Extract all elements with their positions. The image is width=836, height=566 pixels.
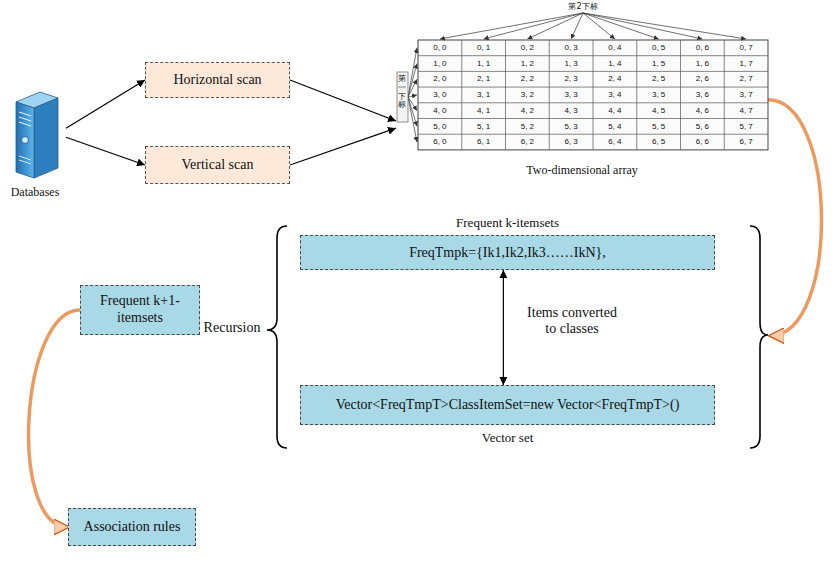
table-cell: 1, 0 — [418, 56, 462, 71]
table-cell: 6, 2 — [506, 134, 550, 149]
table-cell: 3, 0 — [418, 87, 462, 102]
table-cell: 4, 5 — [637, 103, 681, 118]
table-cell: 6, 0 — [418, 134, 462, 149]
process-box: Frequent k-itemsetsFreqTmpk={Ik1,Ik2,Ik3… — [300, 235, 715, 270]
box-caption: Vector set — [301, 430, 714, 446]
table-cell: 5, 1 — [462, 119, 506, 134]
table-cell: 5, 5 — [637, 119, 681, 134]
table-cell: 5, 4 — [593, 119, 637, 134]
table-cell: 1, 4 — [593, 56, 637, 71]
table-cell: 5, 3 — [549, 119, 593, 134]
table-cell: 0, 4 — [593, 40, 637, 55]
box-text: Databases — [11, 185, 60, 200]
table-cell: 6, 6 — [681, 134, 725, 149]
table-cell: 5, 6 — [681, 119, 725, 134]
curved-arrow — [768, 100, 822, 336]
process-box: Frequent k+1-itemsets — [80, 285, 200, 335]
left-brace — [267, 226, 287, 448]
table-cell: 2, 0 — [418, 71, 462, 86]
box-text: Horizontal scan — [173, 72, 261, 88]
arrow — [290, 128, 396, 165]
table-cell: 3, 7 — [724, 87, 768, 102]
table-cell: 5, 0 — [418, 119, 462, 134]
table-cell: 5, 7 — [724, 119, 768, 134]
table-cell: 4, 3 — [549, 103, 593, 118]
table-cell: 2, 7 — [724, 71, 768, 86]
table-cell: 4, 2 — [506, 103, 550, 118]
table-cell: 0, 7 — [724, 40, 768, 55]
table-cell: 4, 4 — [593, 103, 637, 118]
table-cell: 2, 6 — [681, 71, 725, 86]
table-cell: 3, 4 — [593, 87, 637, 102]
arrow — [503, 270, 504, 385]
table-cell: 2, 1 — [462, 71, 506, 86]
table-cell: 0, 1 — [462, 40, 506, 55]
curved-arrow — [29, 310, 80, 527]
axis-label: 第一下标 — [398, 75, 406, 110]
table-cell: 1, 3 — [549, 56, 593, 71]
table-cell: 3, 3 — [549, 87, 593, 102]
table-cell: 1, 1 — [462, 56, 506, 71]
box-text: Vertical scan — [182, 157, 254, 173]
panel: Frequent k+1-itemsets Frequent k-itemsets… — [65, 200, 770, 456]
table-cell: 2, 5 — [637, 71, 681, 86]
table-cell: 1, 6 — [681, 56, 725, 71]
table-cell: 0, 0 — [418, 40, 462, 55]
arrow — [290, 80, 396, 121]
table-cell: 0, 3 — [549, 40, 593, 55]
table-cell: 6, 4 — [593, 134, 637, 149]
process-box: Vector<FreqTmpT>ClassItemSet=new Vector<… — [300, 385, 715, 425]
table-cell: 0, 2 — [506, 40, 550, 55]
table-cell: 2, 3 — [549, 71, 593, 86]
array-grid — [408, 13, 768, 150]
process-box: Vertical scan — [145, 146, 290, 184]
table-cell: 5, 2 — [506, 119, 550, 134]
arrow — [66, 137, 145, 165]
arrow — [66, 80, 145, 128]
box-caption: Frequent k-itemsets — [301, 215, 714, 231]
table-cell: 2, 2 — [506, 71, 550, 86]
table-cell: 3, 1 — [462, 87, 506, 102]
process-box: Association rules — [68, 508, 196, 546]
table-cell: 4, 0 — [418, 103, 462, 118]
table-cell: 6, 1 — [462, 134, 506, 149]
box-text: Two-dimensional array — [526, 163, 637, 178]
table-cell: 3, 2 — [506, 87, 550, 102]
table-cell: 4, 7 — [724, 103, 768, 118]
server-icon — [16, 92, 58, 178]
index-box — [397, 72, 408, 122]
box-text: Frequent k+1-itemsets — [81, 293, 199, 327]
annotation: Recursion — [196, 320, 268, 336]
table-cell: 1, 2 — [506, 56, 550, 71]
table-cell: 0, 6 — [681, 40, 725, 55]
table-cell: 0, 5 — [637, 40, 681, 55]
table-cell: 6, 5 — [637, 134, 681, 149]
table-cell: 4, 1 — [462, 103, 506, 118]
array-figure: Two-dimensional array — [396, 0, 768, 178]
process-box: Horizontal scan — [145, 62, 290, 98]
table-cell: 6, 3 — [549, 134, 593, 149]
annotation: Items converted to classes — [522, 305, 622, 337]
table-cell: 4, 6 — [681, 103, 725, 118]
table-cell: 2, 4 — [593, 71, 637, 86]
table-cell: 3, 5 — [637, 87, 681, 102]
database: Databases — [4, 88, 66, 200]
right-brace — [750, 226, 768, 448]
box-text: Vector<FreqTmpT>ClassItemSet=new Vector<… — [336, 397, 680, 413]
table-cell: 3, 6 — [681, 87, 725, 102]
axis-label: 第2下标 — [560, 1, 606, 12]
table-cell: 1, 7 — [724, 56, 768, 71]
table-cell: 6, 7 — [724, 134, 768, 149]
table-cell: 1, 5 — [637, 56, 681, 71]
box-text: Association rules — [84, 519, 181, 535]
box-text: FreqTmpk={Ik1,Ik2,Ik3……IkN}, — [409, 245, 606, 261]
